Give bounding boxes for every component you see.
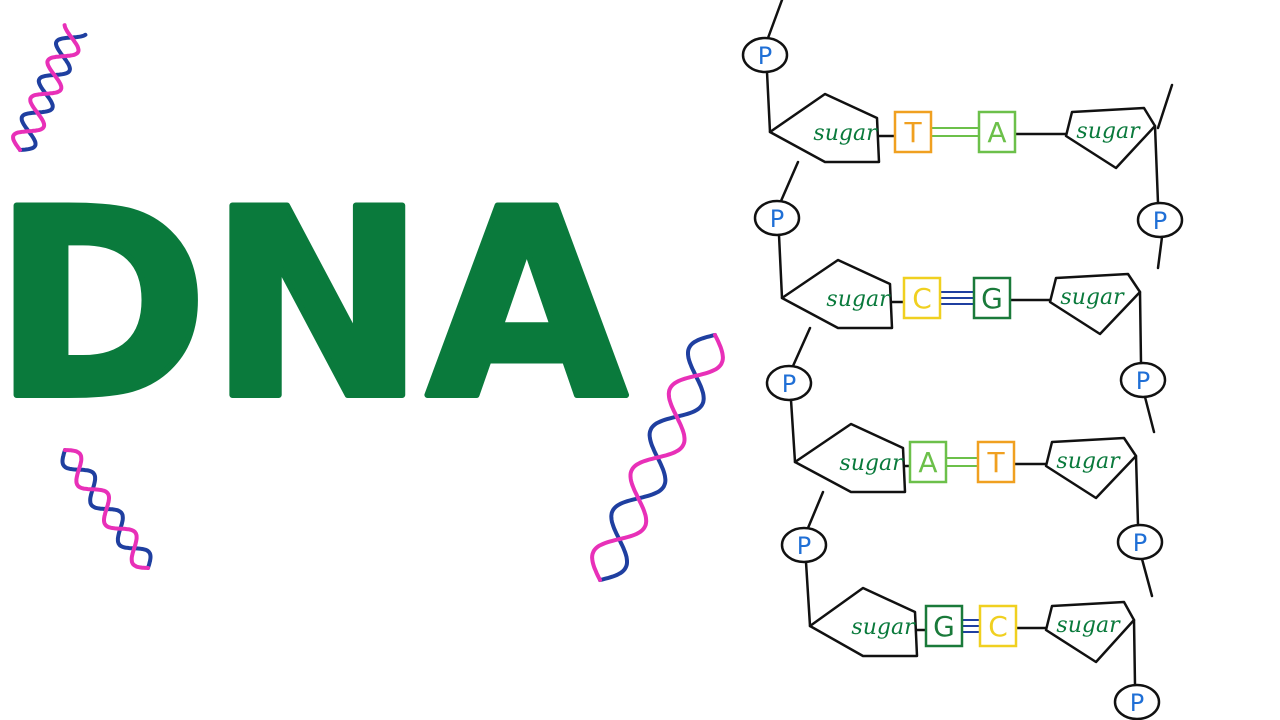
backbone-line xyxy=(1140,557,1154,598)
backbone-line xyxy=(765,70,772,134)
sugar-label: sugar xyxy=(826,287,891,312)
base-box xyxy=(924,604,964,648)
phosphate-label: P xyxy=(1130,689,1144,717)
base-box xyxy=(977,110,1017,154)
base-box xyxy=(908,440,948,484)
helix-strand-pink xyxy=(590,333,725,582)
backbone-line xyxy=(1138,290,1143,365)
phosphate-circle xyxy=(1113,683,1161,720)
backbone-line xyxy=(806,490,825,530)
sugar-label: sugar xyxy=(1060,285,1125,310)
helix-strand-pink xyxy=(63,448,150,570)
phosphate-circle xyxy=(1119,361,1167,399)
phosphate-circle xyxy=(1116,523,1164,561)
base-letter: T xyxy=(986,446,1005,479)
base-box xyxy=(976,440,1016,484)
phosphate-circle xyxy=(753,199,801,237)
backbone-line xyxy=(1143,395,1156,434)
sugar-pentagon xyxy=(1064,106,1157,170)
backbone-line xyxy=(789,398,797,464)
sugar-pentagon xyxy=(1048,272,1142,336)
backbone-line xyxy=(1156,83,1174,130)
base-letter: T xyxy=(903,116,922,149)
sugar-label: sugar xyxy=(813,121,878,146)
base-letter: C xyxy=(988,610,1008,643)
phosphate-label: P xyxy=(1136,367,1150,395)
base-letter: G xyxy=(933,610,955,643)
phosphate-label: P xyxy=(770,205,784,233)
backbone-line xyxy=(1153,124,1160,205)
sugar-label: sugar xyxy=(1076,119,1141,144)
base-box xyxy=(893,110,933,154)
phosphate-label: P xyxy=(797,532,811,560)
sugar-pentagon xyxy=(808,586,919,658)
phosphate-circle xyxy=(1136,201,1184,239)
base-letter: C xyxy=(912,282,932,315)
base-box xyxy=(972,276,1012,320)
backbone-line xyxy=(1132,618,1137,687)
sugar-label: sugar xyxy=(851,615,916,640)
sugar-label: sugar xyxy=(839,451,904,476)
sugar-pentagon xyxy=(768,92,881,164)
double-helix-icon xyxy=(590,333,725,582)
sugar-pentagon xyxy=(1044,436,1138,500)
backbone-line xyxy=(779,160,800,203)
base-letter: A xyxy=(918,446,937,479)
sugar-label: sugar xyxy=(1056,449,1121,474)
backbone-line xyxy=(1134,454,1140,527)
backbone-line xyxy=(1156,235,1164,270)
base-letter: A xyxy=(987,116,1006,149)
base-box xyxy=(978,604,1018,648)
double-helix-icon xyxy=(60,448,153,570)
sugar-pentagon xyxy=(793,422,907,494)
dna-title: DNA xyxy=(0,155,629,457)
backbone-line xyxy=(777,233,784,300)
backbone-line xyxy=(791,326,812,368)
phosphate-label: P xyxy=(758,42,772,70)
double-helix-icon xyxy=(11,23,88,152)
phosphate-circle xyxy=(741,36,789,74)
helix-strand-blue xyxy=(18,32,88,152)
phosphate-label: P xyxy=(1153,207,1167,235)
backbone-line xyxy=(766,0,784,40)
base-letter: G xyxy=(981,282,1003,315)
phosphate-label: P xyxy=(1133,529,1147,557)
sugar-label: sugar xyxy=(1056,613,1121,638)
sugar-pentagon xyxy=(1044,600,1136,664)
phosphate-circle xyxy=(765,364,813,402)
phosphate-circle xyxy=(780,526,828,564)
base-box xyxy=(902,276,942,320)
phosphate-label: P xyxy=(782,370,796,398)
sugar-pentagon xyxy=(780,258,894,330)
backbone-line xyxy=(804,560,812,628)
helix-strand-pink xyxy=(11,23,81,152)
